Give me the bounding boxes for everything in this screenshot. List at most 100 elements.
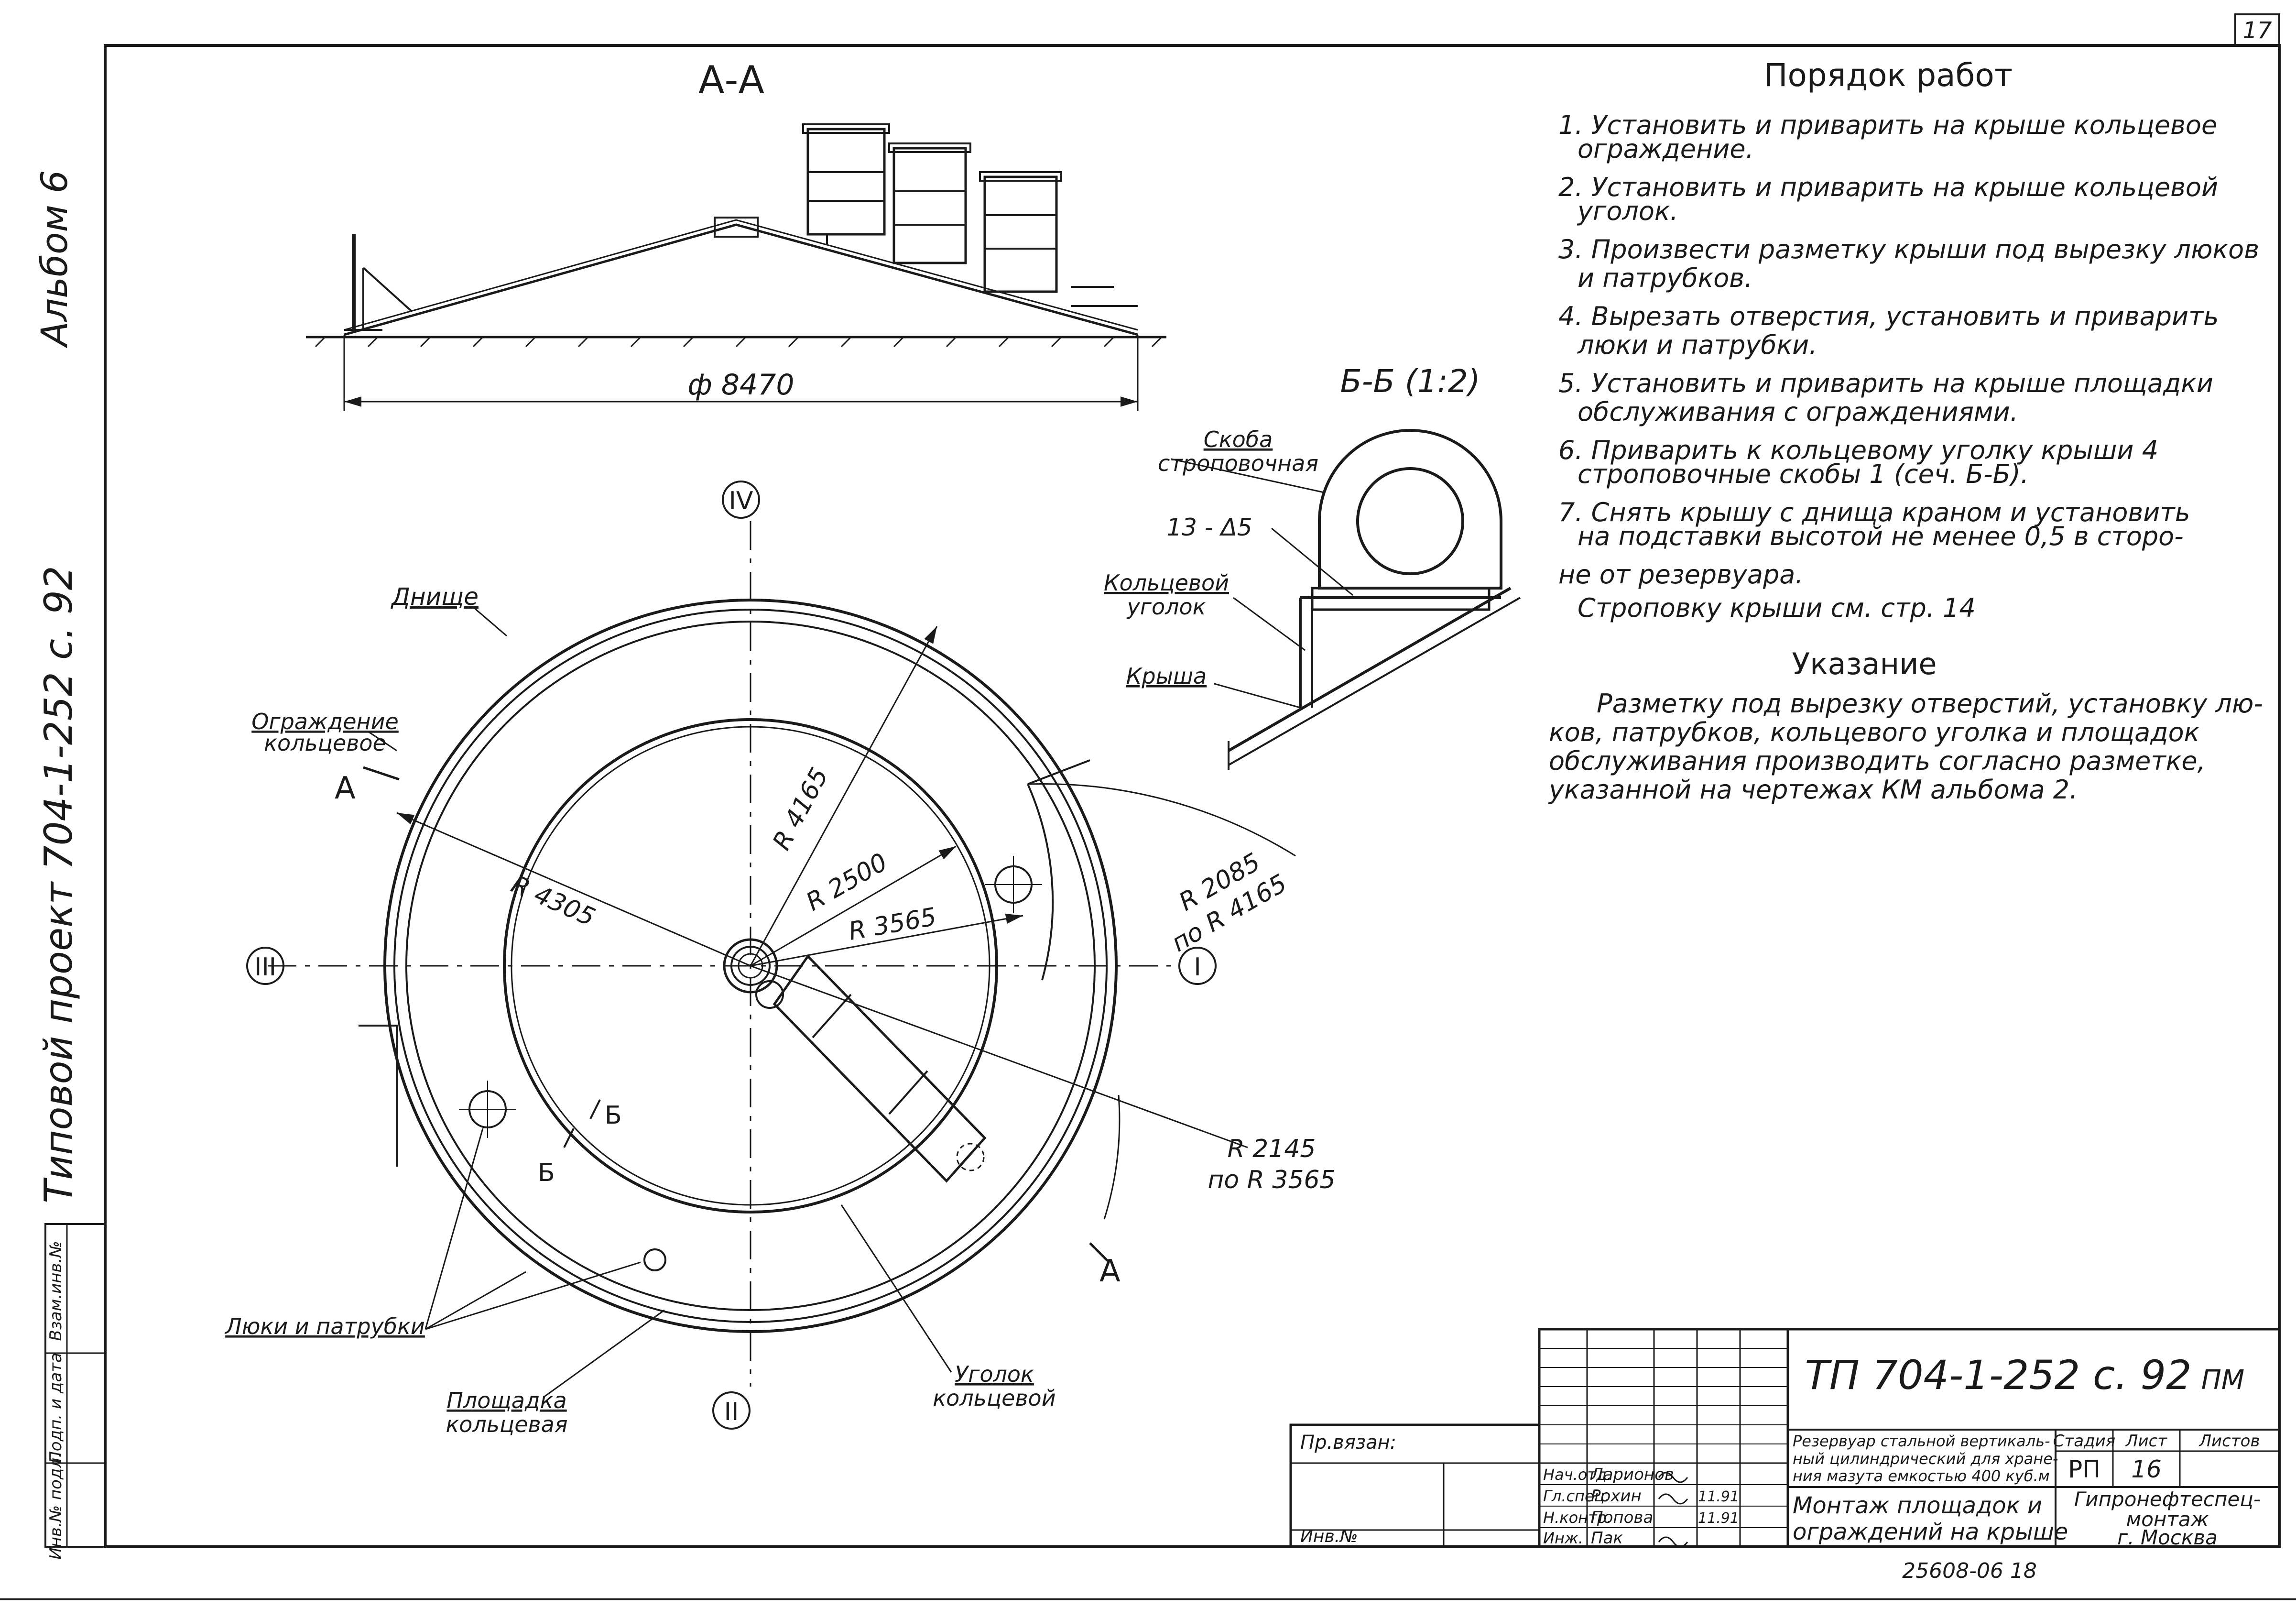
org-line: монтаж	[2126, 1508, 2209, 1531]
procedure-line: 3. Произвести разметку крыши под вырезку…	[1558, 234, 2259, 264]
plan-view: I II III IV R 4165 R 4305 R 2500 R 3565 …	[224, 481, 1336, 1437]
signer: Ларионов	[1590, 1465, 1674, 1484]
procedure-line: строповочные скобы 1 (сеч. Б-Б).	[1578, 459, 2029, 489]
label-angle-2: кольцевой	[933, 1385, 1056, 1411]
sheets-header: Листов	[2198, 1432, 2260, 1451]
svg-text:А: А	[335, 771, 356, 806]
label-bottom: Днище	[391, 583, 479, 611]
note-block: Указание Разметку под вырезку отверстий,…	[1548, 646, 2263, 805]
detail-bracket-2: строповочная	[1158, 450, 1318, 476]
procedure-block: Порядок работ 1. Установить и приварить …	[1558, 57, 2259, 623]
signer: Рохин	[1591, 1487, 1642, 1506]
detail-bb: Б-Б (1:2) Скоба строповочная 13 - Δ5 Кол…	[1104, 363, 1521, 770]
axis-marker-4: IV	[722, 481, 760, 519]
svg-text:А: А	[1099, 1254, 1121, 1289]
detail-roof: Крыша	[1126, 663, 1207, 689]
doc-code: ТП 704-1-252 с. 92	[1805, 1352, 2191, 1399]
procedure-line: на подставки высотой не менее 0,5 в стор…	[1578, 521, 2184, 551]
procedure-line: 1. Установить и приварить на крыше кольц…	[1558, 110, 2217, 140]
detail-bracket-1: Скоба	[1204, 426, 1273, 452]
r4305-label: R 4305	[507, 870, 599, 932]
label-platform-2: кольцевая	[446, 1411, 567, 1437]
linked-label: Пр.вязан:	[1300, 1432, 1396, 1454]
inv-label: Инв.№	[1300, 1527, 1358, 1546]
r2145-ref: по R 3565	[1208, 1166, 1335, 1194]
detail-title: Б-Б (1:2)	[1340, 363, 1480, 400]
sheet-no-value: 16	[2131, 1455, 2162, 1483]
album-label: Альбом 6	[33, 170, 76, 349]
stamp-replace: Взам.инв.№	[46, 1241, 65, 1341]
left-fence	[344, 234, 412, 331]
procedure-line: люки и патрубки.	[1577, 330, 1817, 360]
sheet-title: ограждений на крыше	[1793, 1519, 2068, 1545]
svg-text:I: I	[1194, 953, 1201, 982]
procedure-line: ограждение.	[1578, 134, 1754, 164]
ground-hatch	[315, 336, 1163, 348]
signer: Пак	[1591, 1529, 1623, 1548]
axis-marker-3: III	[246, 947, 284, 985]
procedure-line: и патрубков.	[1578, 263, 1752, 293]
role: Н.контр.	[1543, 1509, 1611, 1527]
r2500-label: R 2500	[801, 848, 892, 917]
project-label: Типовой проект 704-1-252 с. 92	[36, 566, 81, 1203]
detail-roof-plate	[1228, 587, 1521, 770]
object-line: ния мазута емкостью 400 куб.м	[1793, 1467, 2050, 1485]
stage-value: РП	[2068, 1455, 2100, 1483]
cut-a-marks: А А	[335, 766, 1121, 1289]
sheet-title: Монтаж площадок и	[1793, 1492, 2042, 1519]
note-line: Разметку под вырезку отверстий, установк…	[1597, 689, 2263, 719]
svg-text:Б: Б	[538, 1159, 555, 1187]
detail-angle-2: уголок	[1126, 594, 1206, 620]
procedure-line: обслуживания с ограждениями.	[1578, 397, 2018, 427]
role: Инж.	[1543, 1529, 1583, 1547]
roof-cone	[344, 217, 1138, 336]
section-aa: А-А	[306, 58, 1166, 411]
cut-b-marks: Б Б	[538, 1099, 622, 1187]
procedure-line: 5. Установить и приварить на крыше площа…	[1558, 368, 2213, 398]
plan-leaders: Днище Ограждение кольцевое Люки и патруб…	[224, 583, 1056, 1437]
svg-text:IV: IV	[729, 487, 753, 515]
note-line: ков, патрубков, кольцевого уголка и площ…	[1549, 717, 2200, 747]
note-line: указанной на чертежах КМ альбома 2.	[1548, 775, 2078, 805]
diameter-label: ф 8470	[687, 368, 794, 402]
procedure-line: 6. Приварить к кольцевому уголку крыши 4	[1558, 435, 2158, 465]
procedure-line: уголок.	[1577, 196, 1678, 226]
doc-kind: ПМ	[2201, 1365, 2244, 1396]
label-platform-1: Площадка	[446, 1388, 566, 1413]
detail-weld: 13 - Δ5	[1166, 514, 1252, 541]
label-fence-1: Ограждение	[251, 709, 399, 734]
note-title: Указание	[1792, 646, 1937, 681]
side-margin: Альбом 6 Типовой проект 704-1-252 с. 92 …	[33, 170, 106, 1560]
object-line: Резервуар стальной вертикаль-	[1793, 1432, 2050, 1450]
page-number: 17	[2242, 17, 2272, 44]
label-fence-2: кольцевое	[264, 730, 386, 756]
sheet-header: Лист	[2125, 1432, 2167, 1451]
hatch-openings	[459, 856, 1042, 1271]
org-line: Гипронефтеспец-	[2074, 1487, 2261, 1511]
title-block: Пр.вязан: Инв.№ Нач.отд. Гл.спец. Н.конт…	[1289, 1328, 2281, 1549]
role: Гл.спец.	[1543, 1487, 1610, 1505]
label-angle-1: Уголок	[955, 1361, 1034, 1387]
svg-text:III: III	[254, 953, 276, 982]
r2145-label: R 2145	[1228, 1135, 1316, 1163]
stage-header: Стадия	[2053, 1432, 2115, 1451]
note-line: обслуживания производить согласно размет…	[1549, 746, 2206, 776]
detail-angle	[1299, 596, 1501, 708]
svg-text:II: II	[724, 1398, 739, 1426]
svg-text:Б: Б	[605, 1101, 622, 1130]
procedure-line: Строповку крыши см. стр. 14	[1578, 593, 1976, 623]
r4165-label: R 4165	[767, 763, 834, 855]
axis-marker-1: I	[1178, 947, 1217, 985]
org-line: г. Москва	[2117, 1526, 2218, 1549]
diameter-dimension: ф 8470	[343, 335, 1139, 411]
detail-angle-1: Кольцевой	[1104, 570, 1229, 596]
signer: Попова	[1591, 1508, 1653, 1527]
stamp-sign: Подп. и дата	[46, 1353, 65, 1464]
procedure-title: Порядок работ	[1764, 57, 2013, 94]
access-platform	[755, 954, 987, 1183]
stepped-platforms	[802, 123, 1138, 307]
procedure-line: 7. Снять крышу с днища краном и установи…	[1558, 497, 2190, 527]
label-hatches: Люки и патрубки	[224, 1313, 425, 1339]
procedure-line: не от резервуара.	[1558, 559, 1803, 590]
